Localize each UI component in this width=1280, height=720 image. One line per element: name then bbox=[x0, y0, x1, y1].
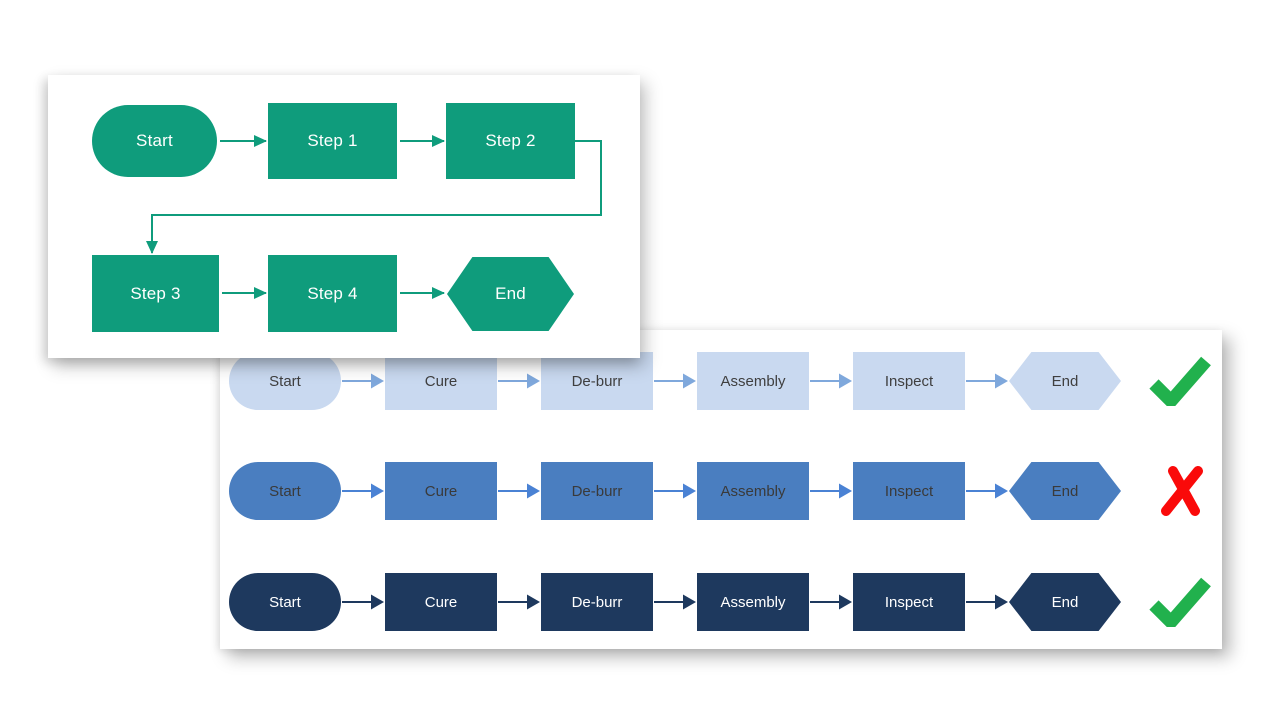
node-start: Start bbox=[92, 105, 217, 177]
node-label: Cure bbox=[424, 372, 458, 390]
node-step-4: Step 4 bbox=[268, 255, 397, 332]
node-label: Assembly bbox=[720, 372, 786, 390]
node-label: Assembly bbox=[720, 593, 786, 611]
arrow-right-icon bbox=[497, 573, 541, 631]
node-label: De-burr bbox=[571, 372, 623, 390]
arrow-right-icon bbox=[653, 462, 697, 520]
node-label: Cure bbox=[424, 482, 458, 500]
node-label: Inspect bbox=[884, 593, 934, 611]
node-cure: Cure bbox=[385, 573, 497, 631]
node-label: De-burr bbox=[571, 593, 623, 611]
node-inspect: Inspect bbox=[853, 573, 965, 631]
arrow-right-icon bbox=[341, 462, 385, 520]
arrow-right-icon bbox=[341, 352, 385, 410]
node-label: Assembly bbox=[720, 482, 786, 500]
node-label: End bbox=[1051, 372, 1079, 390]
node-cure: Cure bbox=[385, 462, 497, 520]
node-label: Cure bbox=[424, 593, 458, 611]
node-label: Step 4 bbox=[307, 283, 358, 303]
arrow-right-icon bbox=[809, 352, 853, 410]
arrow-right-icon bbox=[809, 462, 853, 520]
node-label: Step 2 bbox=[485, 131, 536, 150]
node-start: Start bbox=[229, 573, 341, 631]
node-end: End bbox=[1009, 462, 1121, 520]
node-label: End bbox=[495, 284, 526, 303]
node-label: Step 3 bbox=[130, 283, 181, 303]
node-step-2: Step 2 bbox=[446, 103, 575, 179]
node-end: End bbox=[1009, 573, 1121, 631]
green-flowchart-panel: Start Step 1 Step 2 Step 3 Step 4 End bbox=[48, 75, 640, 358]
arrow-right-icon bbox=[965, 573, 1009, 631]
node-end: End bbox=[1009, 352, 1121, 410]
arrow-right-icon bbox=[341, 573, 385, 631]
node-assembly: Assembly bbox=[697, 352, 809, 410]
arrow-right-icon bbox=[653, 352, 697, 410]
node-label: Inspect bbox=[884, 482, 934, 500]
process-row-light-blue: Start Cure De-burr Assembly Inspect End bbox=[229, 352, 1213, 410]
node-label: End bbox=[1051, 482, 1079, 500]
node-end: End bbox=[447, 257, 574, 331]
node-label: De-burr bbox=[571, 482, 623, 500]
node-label: Step 1 bbox=[307, 131, 358, 150]
node-label: Start bbox=[269, 593, 301, 611]
node-de-burr: De-burr bbox=[541, 352, 653, 410]
arrow-right-icon bbox=[965, 462, 1009, 520]
node-start: Start bbox=[229, 462, 341, 520]
node-step-1: Step 1 bbox=[268, 103, 397, 179]
x-icon bbox=[1147, 462, 1213, 520]
process-row-medium-blue: Start Cure De-burr Assembly Inspect End bbox=[229, 462, 1213, 520]
node-inspect: Inspect bbox=[853, 352, 965, 410]
node-assembly: Assembly bbox=[697, 573, 809, 631]
node-de-burr: De-burr bbox=[541, 462, 653, 520]
node-label: Start bbox=[136, 131, 173, 150]
node-label: End bbox=[1051, 593, 1079, 611]
node-label: Start bbox=[269, 372, 301, 390]
node-label: Inspect bbox=[884, 372, 934, 390]
node-inspect: Inspect bbox=[853, 462, 965, 520]
node-cure: Cure bbox=[385, 352, 497, 410]
process-row-dark-navy: Start Cure De-burr Assembly Inspect End bbox=[229, 573, 1213, 631]
check-icon bbox=[1147, 573, 1213, 631]
node-start: Start bbox=[229, 352, 341, 410]
node-assembly: Assembly bbox=[697, 462, 809, 520]
node-step-3: Step 3 bbox=[92, 255, 219, 332]
arrow-right-icon bbox=[497, 462, 541, 520]
arrow-right-icon bbox=[653, 573, 697, 631]
arrow-right-icon bbox=[965, 352, 1009, 410]
arrow-right-icon bbox=[497, 352, 541, 410]
check-icon bbox=[1147, 352, 1213, 410]
arrow-right-icon bbox=[809, 573, 853, 631]
node-de-burr: De-burr bbox=[541, 573, 653, 631]
node-label: Start bbox=[269, 482, 301, 500]
comparison-panel: Start Cure De-burr Assembly Inspect End … bbox=[220, 330, 1222, 649]
